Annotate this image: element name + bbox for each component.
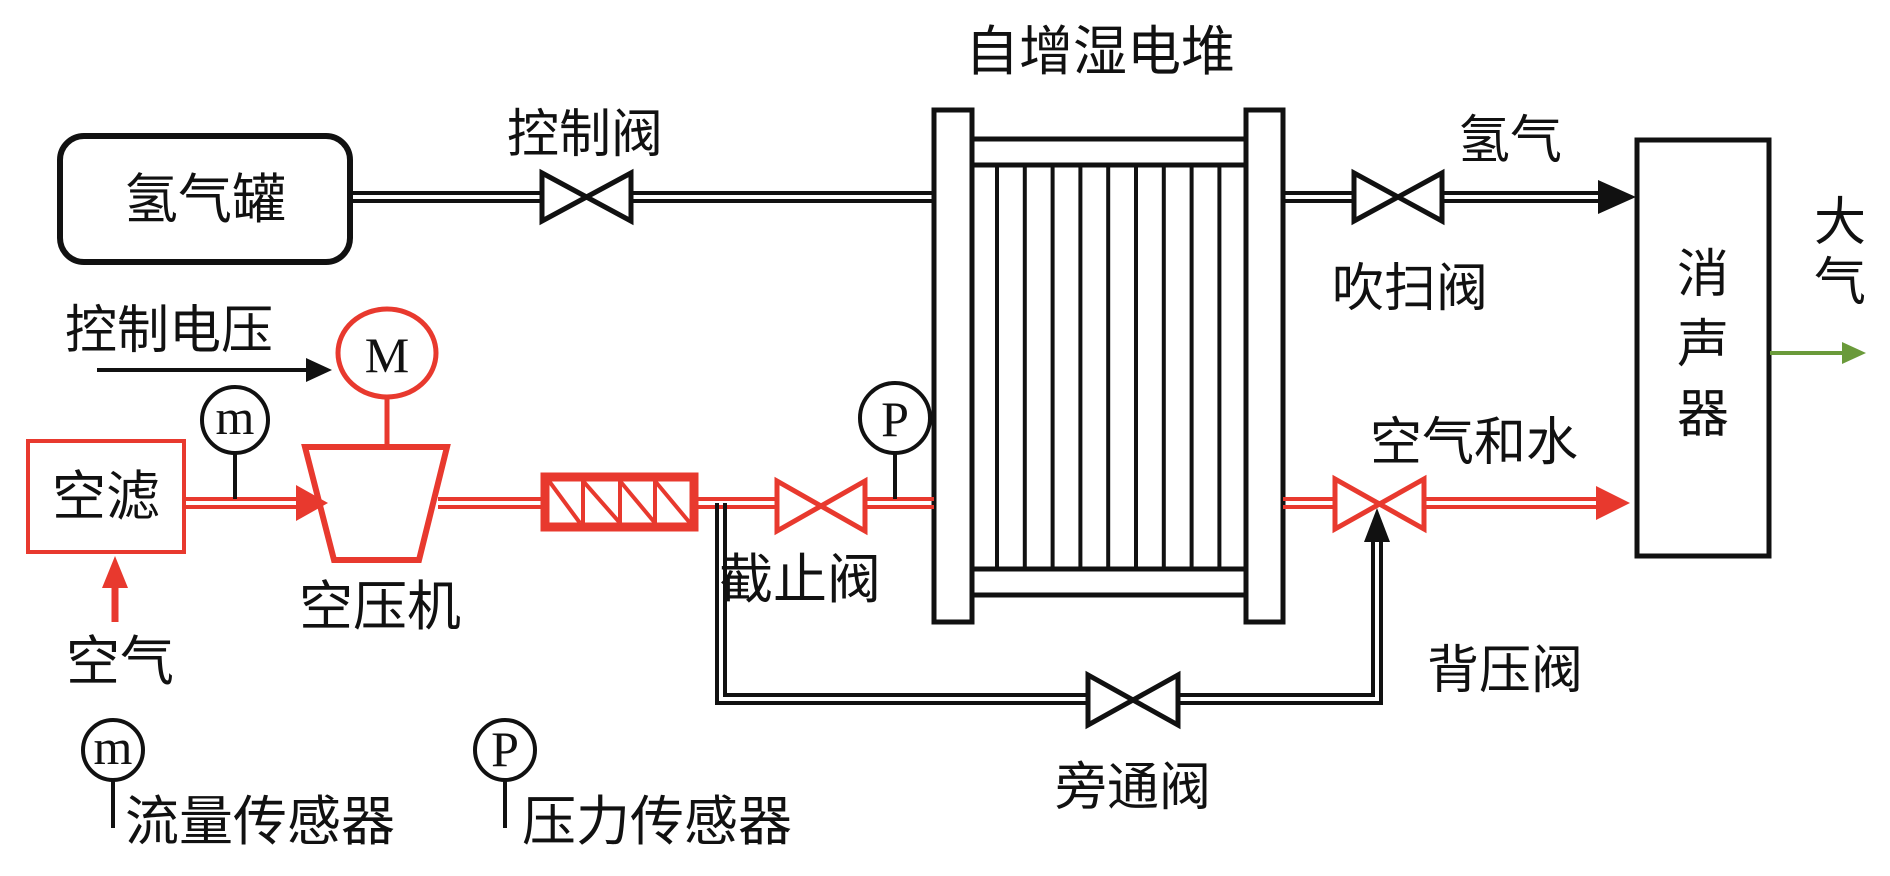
purge-valve-label: 吹扫阀: [1332, 259, 1488, 319]
shutoff-valve-label: 截止阀: [719, 548, 881, 611]
exhaust-to-atmosphere-arrow: [1770, 342, 1866, 364]
pressure-sensor-symbol: P: [881, 391, 909, 447]
back-pressure-valve-label: 背压阀: [1427, 641, 1583, 701]
hydrogen-supply-pipe: [350, 191, 932, 203]
legend-pressure-symbol: P: [491, 721, 519, 777]
bypass-valve-label: 旁通阀: [1055, 758, 1211, 818]
fuel-cell-stack[interactable]: [931, 107, 1286, 625]
air-pipe-mid: [438, 497, 541, 509]
bypass-valve[interactable]: [1085, 670, 1181, 730]
motor[interactable]: M: [335, 306, 439, 447]
air-pipe-stack-inlet: [698, 497, 934, 509]
legend-pressure-label: 压力传感器: [522, 790, 792, 853]
air-inlet-label: 空气: [66, 630, 174, 693]
purge-valve[interactable]: [1351, 168, 1445, 226]
air-filter[interactable]: 空滤: [26, 439, 186, 554]
air-arrow-icon: [296, 485, 328, 521]
air-inlet-arrow: [102, 556, 128, 622]
control-voltage-label: 控制电压: [65, 301, 273, 361]
shutoff-valve[interactable]: [774, 476, 868, 536]
air-compressor[interactable]: [301, 444, 451, 563]
muffler-label-3: 器: [1677, 385, 1729, 445]
arrow-right-icon: [306, 358, 332, 382]
legend-pressure-sensor: P 压力传感器: [473, 718, 792, 853]
air-water-arrow-icon: [1596, 486, 1630, 520]
air-water-outlet-pipe: [1283, 486, 1630, 520]
muffler[interactable]: 消 声 器: [1634, 137, 1772, 559]
pressure-sensor[interactable]: P: [858, 381, 932, 499]
air-water-label: 空气和水: [1370, 413, 1578, 473]
legend-flow-label: 流量传感器: [125, 790, 395, 853]
atmosphere-label-1: 大: [1814, 193, 1866, 253]
air-pipe-inlet: [184, 485, 328, 521]
control-voltage-arrow: [97, 358, 332, 382]
flow-sensor[interactable]: m: [200, 385, 270, 499]
legend-flow-sensor: m 流量传感器: [81, 718, 395, 853]
heat-exchanger[interactable]: [540, 472, 699, 532]
motor-symbol: M: [365, 327, 409, 383]
air-filter-label: 空滤: [52, 465, 160, 528]
legend: m 流量传感器 P 压力传感器: [81, 718, 792, 853]
flow-sensor-symbol: m: [216, 389, 255, 445]
hydrogen-arrow-icon: [1598, 180, 1636, 214]
legend-flow-symbol: m: [94, 719, 133, 775]
control-valve[interactable]: [539, 168, 634, 226]
arrow-up-icon: [1364, 508, 1390, 542]
control-valve-label: 控制阀: [507, 105, 663, 165]
back-pressure-valve[interactable]: [1332, 474, 1427, 534]
muffler-label-1: 消: [1677, 245, 1729, 305]
bypass-pipe: [715, 503, 1383, 705]
stack-title: 自增湿电堆: [965, 20, 1235, 83]
hydrogen-out-label: 氢气: [1458, 111, 1562, 171]
compressor-label: 空压机: [299, 575, 461, 638]
exhaust-arrow-icon: [1842, 342, 1866, 364]
hydrogen-tank[interactable]: 氢气罐: [57, 133, 353, 265]
hydrogen-tank-label: 氢气罐: [124, 168, 286, 231]
hydrogen-outlet-pipe: [1283, 180, 1636, 214]
muffler-label-2: 声: [1677, 315, 1729, 375]
arrow-up-icon: [102, 556, 128, 588]
atmosphere-label-2: 气: [1814, 253, 1866, 313]
